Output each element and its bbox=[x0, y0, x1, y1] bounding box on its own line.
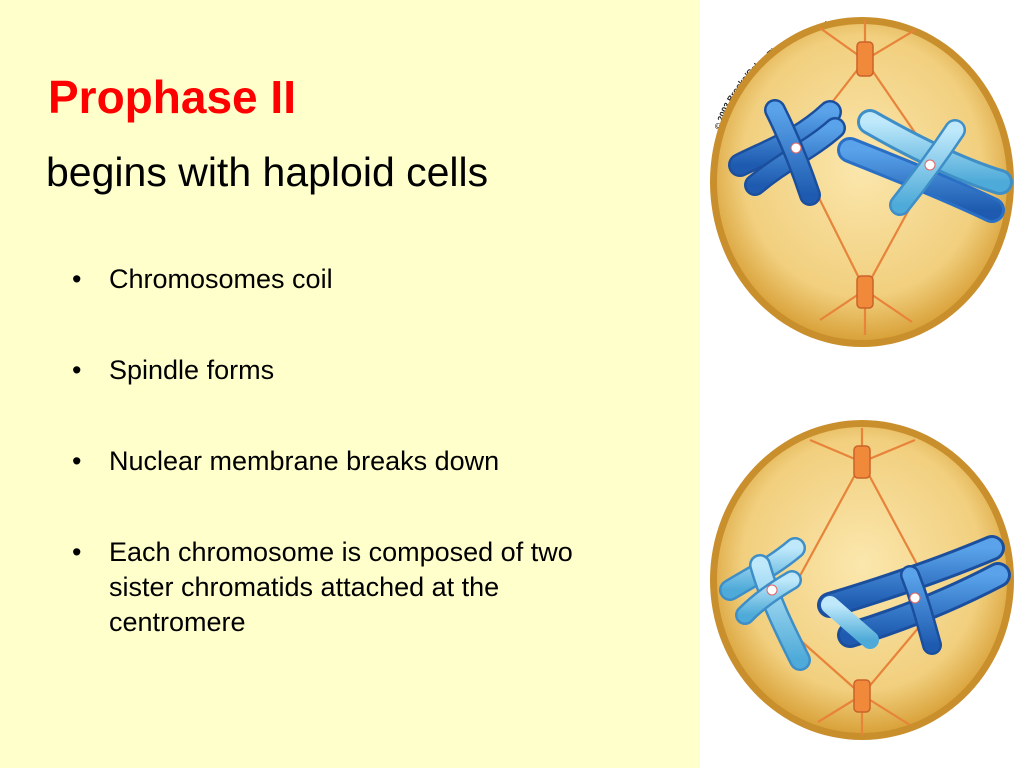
bullet-text: Chromosomes coil bbox=[109, 264, 333, 294]
bullet-text: Spindle forms bbox=[109, 355, 275, 385]
slide-background bbox=[0, 0, 700, 768]
centriole-top-upper bbox=[856, 41, 874, 77]
slide-subtitle: begins with haploid cells bbox=[46, 149, 489, 195]
spindle-fibers-bottom bbox=[794, 428, 926, 735]
chromosome-light-top bbox=[837, 109, 1013, 223]
slide-title: Prophase II bbox=[48, 71, 296, 123]
bullet-icon: • bbox=[72, 264, 82, 294]
centriole-bottom-upper bbox=[853, 445, 871, 479]
bullet-icon: • bbox=[72, 446, 82, 476]
top-cell bbox=[710, 17, 1014, 347]
bottom-cell bbox=[710, 420, 1014, 740]
bullet-item: • Nuclear membrane breaks down bbox=[72, 444, 672, 479]
bullet-item: • Each chromosome is composed of two sis… bbox=[72, 535, 629, 640]
centriole-bottom-lower bbox=[853, 679, 871, 713]
bullet-item: • Spindle forms bbox=[72, 353, 672, 388]
bullet-text: Each chromosome is composed of two siste… bbox=[109, 537, 573, 637]
bullet-text: Nuclear membrane breaks down bbox=[109, 446, 500, 476]
chromosome-light-bottom bbox=[719, 537, 811, 671]
bullet-icon: • bbox=[72, 355, 82, 385]
bullet-item: • Chromosomes coil bbox=[72, 262, 672, 297]
centriole-top-lower bbox=[856, 275, 874, 309]
chromosome-dark-bottom bbox=[817, 535, 1011, 655]
bullet-list: • Chromosomes coil • Spindle forms • Nuc… bbox=[72, 262, 672, 696]
bullet-icon: • bbox=[72, 537, 82, 567]
chromosome-dark-top bbox=[728, 99, 846, 206]
prophase-cells-illustration: © 2003 Brooks/Cole – Thomson Learning bbox=[710, 16, 1014, 740]
